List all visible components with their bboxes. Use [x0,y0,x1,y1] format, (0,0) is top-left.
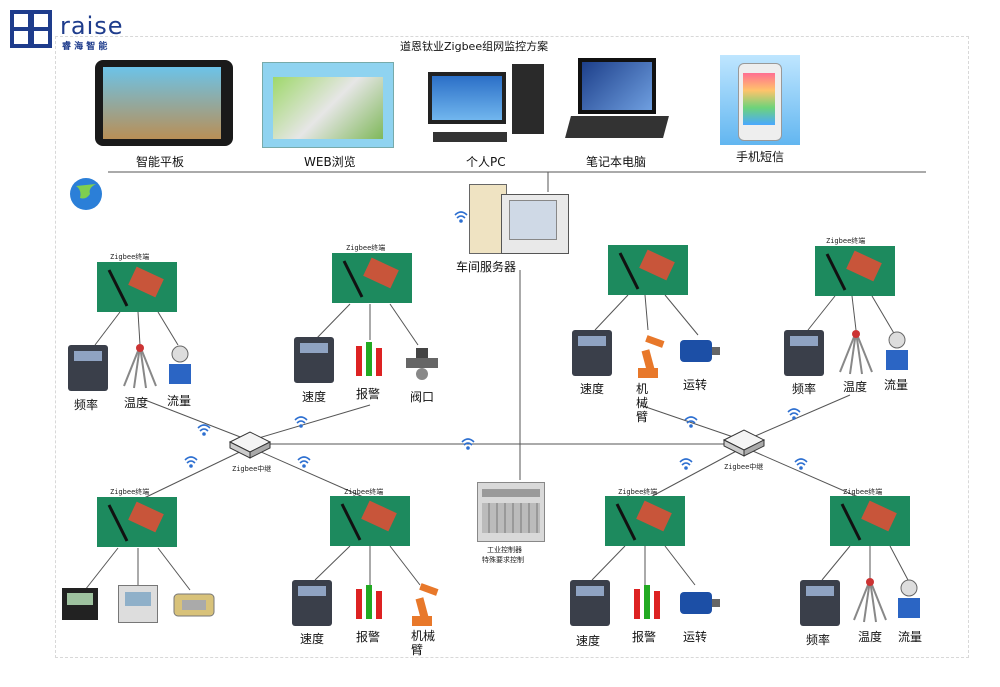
br1-label-0: 速度 [576,634,601,648]
diagram-title: 道恩钛业Zigbee组网监控方案 [400,40,549,53]
wifi-icons [184,211,808,470]
bc-label-2: 机械臂 [411,629,436,657]
node-label-tc: Zigbee终端 [346,244,386,252]
desktop-pc-icon [428,64,553,146]
globe-icon [70,178,102,210]
logo-mark-icon [10,10,52,48]
bc-label-1: 报警 [356,630,381,644]
inverter-icon [294,337,334,383]
tablet-icon [95,60,233,146]
relay-label-left: Zigbee中继 [232,465,272,473]
tc-label-2: 阀口 [410,390,435,404]
temperature-probe-icon [123,344,157,389]
zigbee-node-br2 [830,496,910,546]
terminal-label-web: WEB浏览 [304,155,356,169]
zigbee-relay-left-icon [228,431,272,459]
controller-label-2: 特殊要求控制 [482,556,524,564]
terminal-label-phone: 手机短信 [736,150,785,164]
zigbee-node-tr1 [608,245,688,295]
tl-label-1: 温度 [124,396,149,410]
flowmeter-icon [886,331,908,370]
br2-label-1: 温度 [858,630,883,644]
terminal-label-laptop: 笔记本电脑 [586,155,647,169]
br2-label-2: 流量 [898,630,923,644]
node-label-tr2: Zigbee终端 [826,237,866,245]
tl-label-0: 频率 [74,398,99,412]
node-label-bl: Zigbee终端 [110,488,150,496]
brand-name-cn: 睿 海 智 能 [62,42,108,52]
terminal-label-pc: 个人PC [466,155,506,169]
tr2-label-0: 频率 [792,382,817,396]
alarm-light-icon [356,342,382,376]
mobile-phone-icon [720,55,800,145]
power-meter-icon [118,585,158,623]
node-label-br2: Zigbee终端 [843,488,883,496]
temperature-probe-icon [839,330,873,375]
web-browser-icon [262,62,394,148]
flowmeter-icon [169,345,191,384]
industrial-controller-icon [477,482,545,542]
tr2-label-2: 流量 [884,378,909,392]
zigbee-node-tl [97,262,177,312]
inverter-icon [572,330,612,376]
temperature-probe-icon [853,578,887,623]
tl-label-2: 流量 [167,394,192,408]
inverter-icon [784,330,824,376]
serial-connector-icon [173,593,215,617]
motor-icon [680,340,720,362]
tc-label-0: 速度 [302,390,327,404]
motor-icon [680,592,720,614]
controller-label-1: 工业控制器 [487,546,522,554]
zigbee-relay-right-icon [722,429,766,457]
zigbee-node-bc [330,496,410,546]
valve-icon [406,348,438,380]
relay-label-right: Zigbee中继 [724,463,764,471]
zigbee-node-tc [332,253,412,303]
tc-label-1: 报警 [356,387,381,401]
inverter-icon [68,345,108,391]
server-icon [465,180,570,260]
brand-logo: raise 睿 海 智 能 [10,10,150,54]
node-label-br1: Zigbee终端 [618,488,658,496]
zigbee-node-br1 [605,496,685,546]
br2-label-0: 频率 [806,633,831,647]
br1-label-1: 报警 [632,630,657,644]
panel-meter-icon [62,588,98,620]
diagram-frame [55,36,969,658]
laptop-icon [565,58,669,148]
br1-label-2: 运转 [683,630,708,644]
bc-label-0: 速度 [300,632,325,646]
alarm-light-icon [634,585,660,619]
terminal-label-tablet: 智能平板 [136,155,185,169]
flowmeter-icon [898,579,920,618]
alarm-light-icon [356,585,382,619]
inverter-icon [800,580,840,626]
inverter-icon [570,580,610,626]
inverter-icon [292,580,332,626]
tr1-label-0: 速度 [580,382,605,396]
server-label: 车间服务器 [456,260,517,274]
brand-name: raise [60,12,124,40]
zigbee-node-bl [97,497,177,547]
node-label-tl: Zigbee终端 [110,253,150,261]
zigbee-node-tr2 [815,246,895,296]
tr1-label-1: 机械臂 [636,382,649,424]
tr2-label-1: 温度 [843,380,868,394]
robot-arm-icon [412,583,439,626]
tr1-label-2: 运转 [683,378,708,392]
robot-arm-icon [638,335,665,378]
node-label-bc: Zigbee终端 [344,488,384,496]
